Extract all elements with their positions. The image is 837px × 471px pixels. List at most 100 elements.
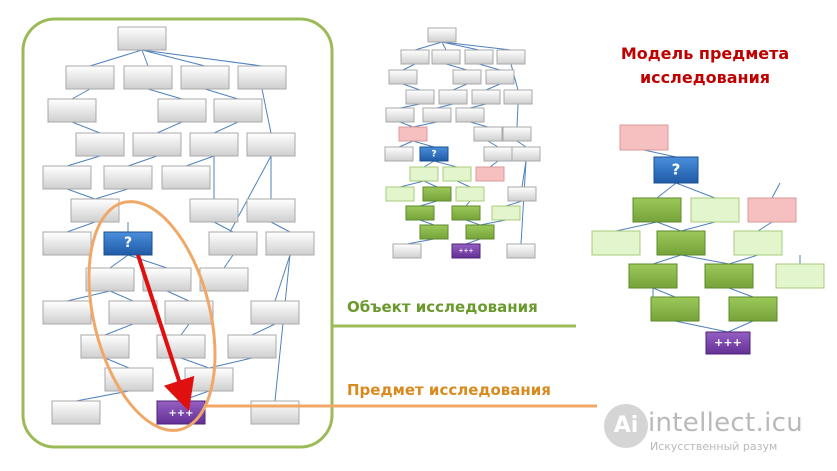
- tree-node: [103, 231, 153, 256]
- connector-line: [104, 323, 134, 336]
- connector-line: [141, 49, 263, 67]
- tree-node-small: [438, 89, 468, 105]
- connector-line: [399, 180, 425, 188]
- model-node: [653, 156, 699, 184]
- connector-line: [441, 41, 447, 51]
- connector-line: [469, 103, 487, 109]
- subject-label: Предмет исследования: [347, 381, 551, 399]
- tree-node: [250, 400, 300, 425]
- connector-line: [104, 357, 130, 369]
- model-node: [628, 263, 678, 289]
- connector-line: [727, 320, 754, 333]
- connector-line: [261, 88, 272, 134]
- model-node: [650, 296, 700, 322]
- connector-line: [478, 63, 501, 71]
- tree-node: [227, 334, 277, 359]
- tree-node: [157, 98, 207, 123]
- connector-line: [505, 200, 523, 207]
- connector-line: [465, 200, 471, 207]
- tree-node: [123, 65, 173, 90]
- tree-node-small: [398, 126, 428, 142]
- tree-node: [161, 165, 211, 190]
- connector-line: [89, 49, 143, 67]
- object-label: Объект исследования: [347, 298, 538, 316]
- tree-node-small: [483, 146, 513, 162]
- connector-line: [274, 254, 291, 302]
- connector-line: [445, 63, 468, 71]
- tree-node-small: [471, 89, 501, 105]
- connector-line: [141, 49, 206, 67]
- tree-node: [132, 132, 182, 157]
- tree-node-small: [388, 69, 418, 85]
- tree-node-small: [507, 186, 537, 202]
- connector-line: [757, 221, 773, 232]
- model-node: [591, 230, 641, 256]
- tree-node: [250, 300, 300, 325]
- highlight-overlays: [21, 17, 597, 449]
- connector-line: [180, 323, 190, 336]
- connector-line: [652, 254, 682, 265]
- connector-line: [433, 160, 458, 168]
- tree-node-small: [503, 89, 533, 105]
- tree-node: [237, 65, 287, 90]
- tree-node: [142, 267, 192, 292]
- tree-node-small: [392, 243, 422, 259]
- tree-node: [180, 65, 230, 90]
- connector-line: [399, 103, 421, 109]
- tree-node: [42, 300, 92, 325]
- watermark-name: intellect.icu: [648, 408, 803, 438]
- connector-line: [456, 180, 471, 188]
- tree-node: [199, 267, 249, 292]
- tree-node: [85, 267, 135, 292]
- model-node: [690, 197, 740, 223]
- tree-node-small: [496, 49, 526, 65]
- connector-line: [652, 287, 676, 298]
- connector-line: [398, 140, 414, 148]
- tree-node: [265, 231, 315, 256]
- connector-line: [71, 88, 91, 100]
- connector-line: [728, 287, 754, 298]
- connector-line: [406, 238, 435, 245]
- tree-node: [42, 231, 92, 256]
- model-node: [704, 263, 754, 289]
- connector-line: [223, 254, 234, 269]
- connector-line: [127, 254, 168, 269]
- tree-node: [70, 198, 120, 223]
- tree-node-small: [485, 69, 515, 85]
- model-title: Модель предмета исследования: [620, 44, 790, 87]
- connector-line: [127, 155, 158, 167]
- connector-line: [66, 188, 96, 200]
- model-node: [705, 331, 751, 355]
- tree-node-small: [385, 186, 415, 202]
- connector-line: [213, 221, 234, 233]
- connector-line: [185, 155, 215, 167]
- connector-line: [270, 221, 291, 233]
- connector-line: [469, 121, 489, 128]
- connector-line: [452, 83, 468, 91]
- tree-node-small: [465, 224, 495, 240]
- subject-boundary: [87, 200, 217, 432]
- model-node: [632, 197, 682, 223]
- tree-node-small: [409, 166, 439, 182]
- tree-node-small: [502, 126, 532, 142]
- connector-line: [180, 357, 210, 369]
- connector-line: [213, 121, 239, 134]
- model-node: [656, 230, 706, 256]
- connector-line: [487, 140, 499, 148]
- tree-node: [108, 300, 158, 325]
- tree-node-small: [384, 146, 414, 162]
- tree-node: [208, 231, 258, 256]
- model-node: [728, 296, 778, 322]
- tree-node-small: [506, 243, 536, 259]
- model-node: [775, 263, 825, 289]
- tree-node-small: [473, 126, 503, 142]
- tree-node-small: [419, 224, 449, 240]
- connector-line: [615, 221, 658, 232]
- connector-line: [66, 221, 96, 233]
- tree-node: [189, 132, 239, 157]
- connector-line: [147, 88, 183, 100]
- tree-node: [103, 165, 153, 190]
- model-node: [747, 197, 797, 223]
- tree-node-small: [405, 89, 435, 105]
- connector-line: [728, 254, 759, 265]
